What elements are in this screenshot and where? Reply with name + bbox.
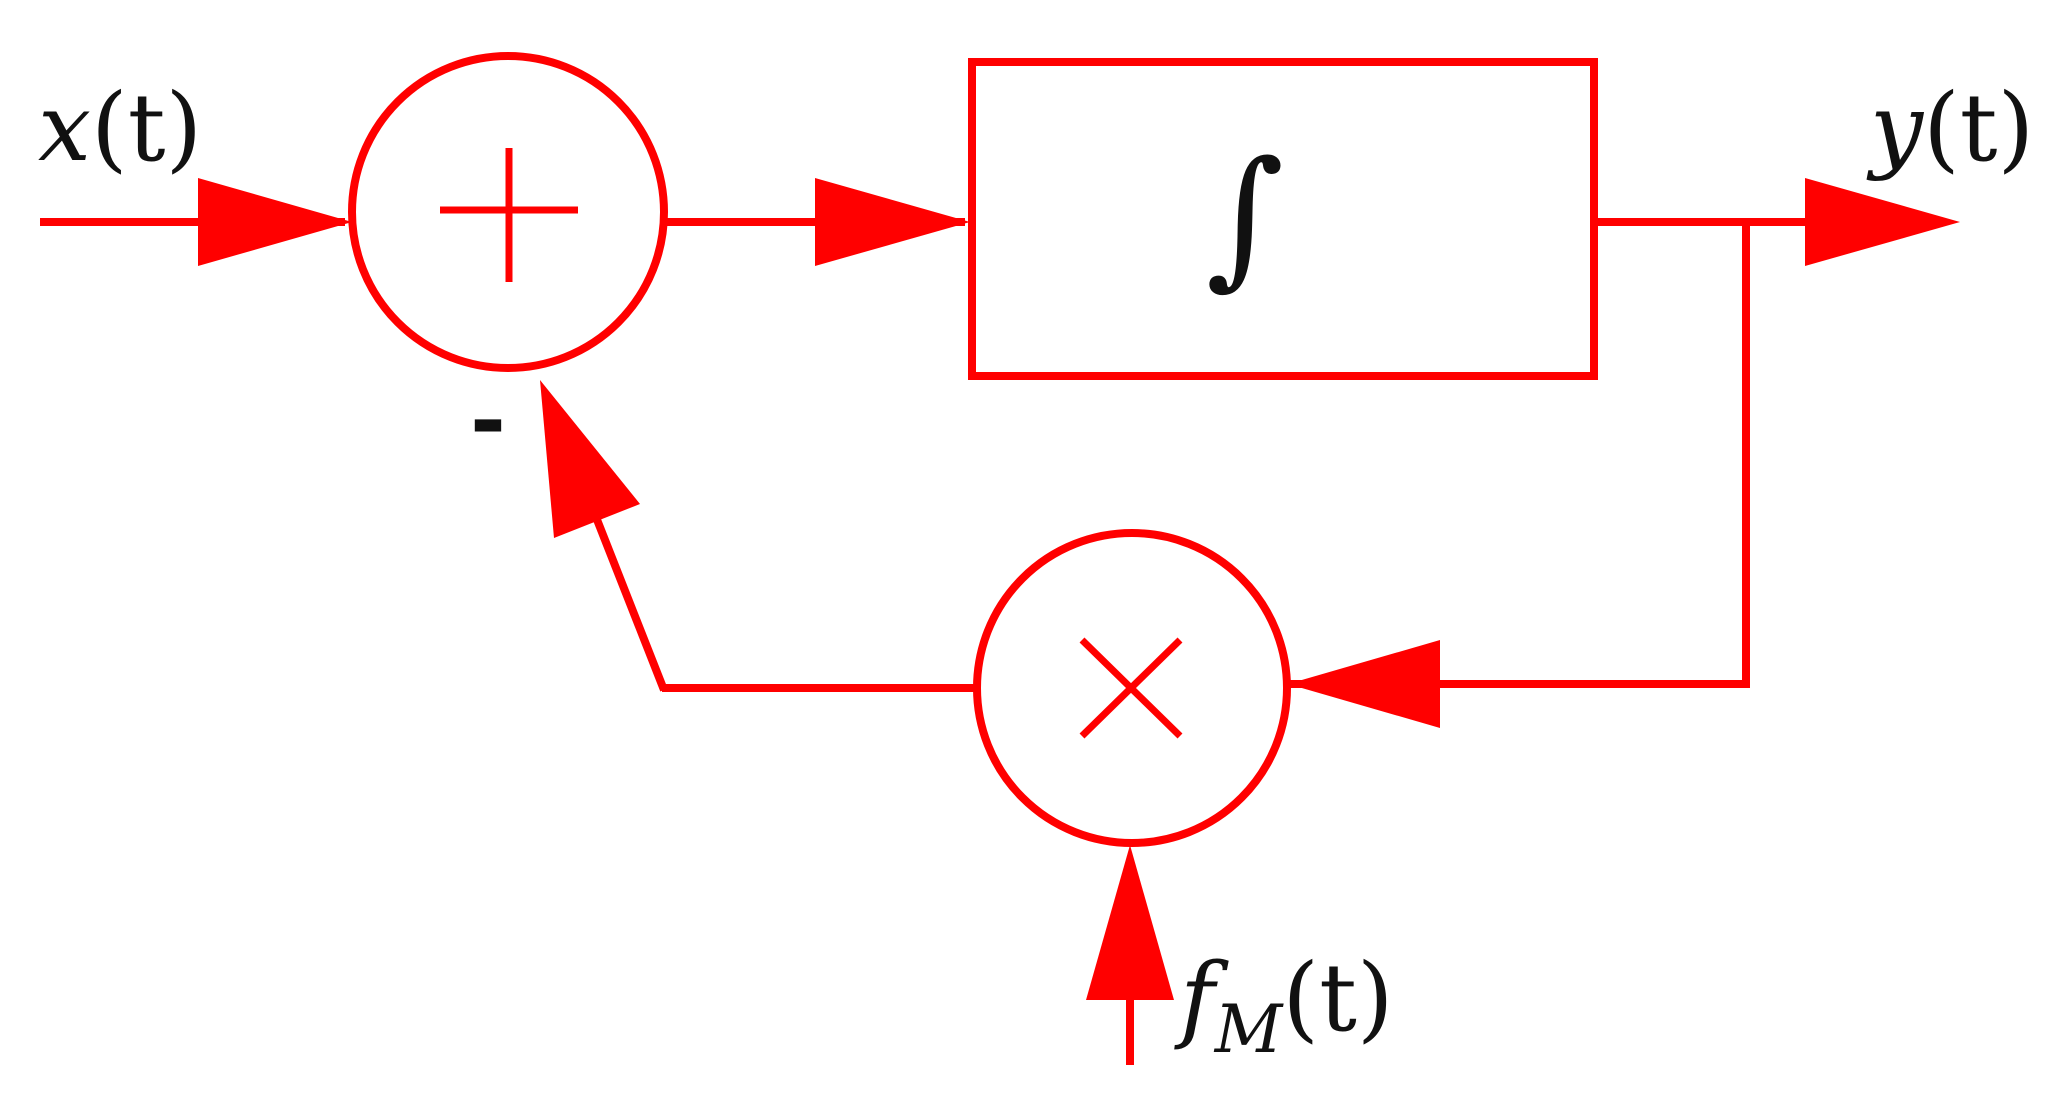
modulator-connector (1086, 845, 1174, 1065)
feedback-path (1288, 218, 1750, 728)
integral-symbol: ∫ (1206, 130, 1284, 304)
input-connector (40, 178, 352, 266)
input-arrowhead (198, 178, 352, 266)
output-connector (1594, 178, 1960, 266)
integrator-input-arrowhead (815, 178, 970, 266)
summer-to-integrator-connector (665, 178, 970, 266)
modulator-label: fM(t) (1174, 944, 1394, 1068)
multiplier-input-arrowhead (1288, 640, 1440, 728)
integrator-block: ∫ (968, 58, 1598, 380)
output-label: y(t) (1866, 74, 2034, 183)
modulator-arrowhead (1086, 845, 1174, 1000)
return-path (540, 380, 977, 692)
plus-icon (440, 148, 578, 282)
input-label: x(t) (38, 74, 202, 183)
feedback-sign: - (470, 371, 506, 471)
summer-feedback-arrowhead (540, 380, 640, 538)
times-icon (1079, 637, 1183, 739)
output-arrowhead (1805, 178, 1960, 266)
multiplier-junction (973, 529, 1291, 847)
summing-junction (348, 52, 668, 372)
